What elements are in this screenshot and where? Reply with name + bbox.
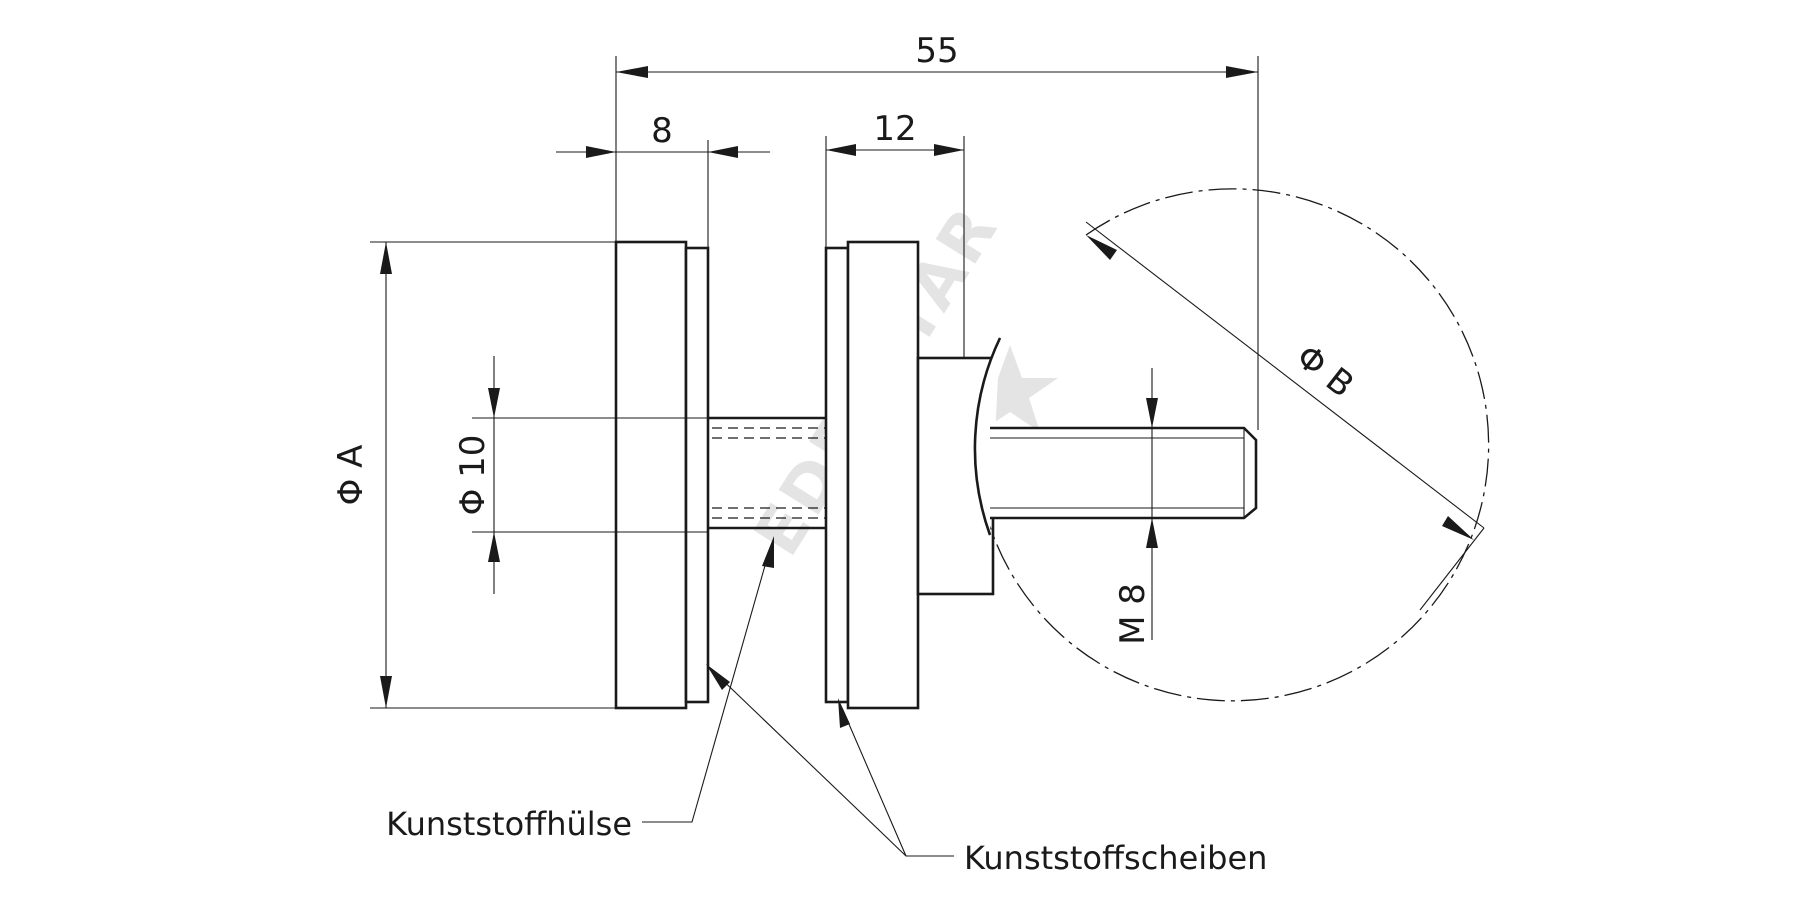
sleeve-shaft: [708, 416, 826, 530]
threaded-stud: [990, 426, 1258, 520]
dim-hole-diameter: Φ 10: [453, 356, 708, 594]
dim-cutout-diameter: Φ B: [1085, 221, 1485, 611]
cutout-arc-solid: [973, 337, 1002, 536]
flange-left: [614, 240, 710, 710]
dim-clamp-thickness: 12: [825, 109, 965, 358]
cutout-circle: [976, 188, 1490, 702]
dim-cutout-diameter-label: Φ B: [1288, 337, 1361, 406]
dim-clamp-thickness-label: 12: [873, 109, 916, 149]
dim-flange-thickness: 8: [556, 111, 770, 248]
dim-outer-diameter-label: Φ A: [331, 445, 371, 506]
leader-washers: Kunststoffscheiben: [706, 664, 1267, 877]
dim-flange-thickness-label: 8: [651, 111, 673, 151]
dim-overall-length: 55: [615, 31, 1259, 430]
dim-overall-length-label: 55: [915, 31, 958, 71]
dim-hole-diameter-label: Φ 10: [453, 435, 493, 516]
label-sleeve: Kunststoffhülse: [386, 805, 632, 843]
dim-thread-label: M 8: [1113, 583, 1153, 645]
dim-thread: M 8: [1113, 368, 1158, 645]
leader-sleeve: Kunststoffhülse: [386, 536, 774, 843]
dim-outer-diameter: Φ A: [331, 241, 616, 709]
star-icon: [962, 345, 1058, 432]
clamp-disk: [824, 240, 920, 710]
label-washers: Kunststoffscheiben: [964, 839, 1267, 877]
